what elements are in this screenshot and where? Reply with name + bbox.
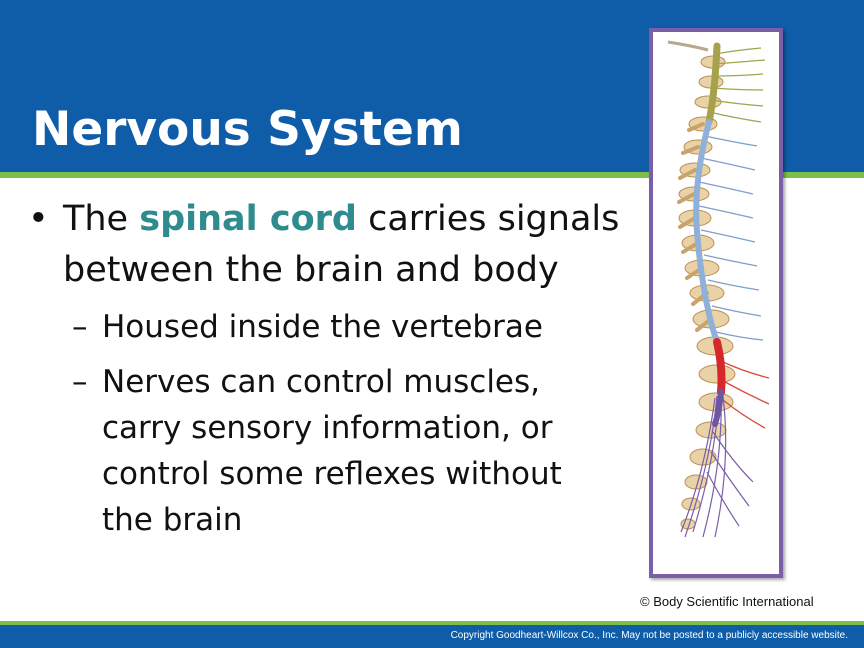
sub-bullet-2-line-4: the brain — [102, 502, 243, 538]
sub-bullet-2-line-1: Nerves can control muscles, — [102, 364, 541, 400]
copyright-notice: Copyright Goodheart-Willcox Co., Inc. Ma… — [450, 630, 848, 641]
sub-bullet-1-dash: – — [72, 309, 88, 345]
sub-bullet-2-line-3: control some reflexes without — [102, 456, 562, 492]
bullet-1-line-1: The spinal cord carries signals — [63, 195, 619, 243]
bullet-1-prefix: The — [63, 199, 129, 239]
image-credit: © Body Scientific International — [640, 594, 814, 609]
spinal-cord-illustration-icon — [667, 40, 770, 538]
bullet-marker: • — [28, 199, 49, 239]
bullet-1-line-2: between the brain and body — [63, 250, 559, 290]
sub-bullet-1: Housed inside the vertebrae — [102, 309, 543, 345]
footer-divider — [0, 621, 864, 625]
header-divider — [0, 172, 864, 178]
sub-bullet-2-line-2: carry sensory information, or — [102, 410, 553, 446]
bullet-1-rest: carries signals — [368, 199, 620, 239]
slide-title: Nervous System — [32, 102, 463, 157]
slide-footer — [0, 625, 864, 648]
spinal-cord-term: spinal cord — [139, 199, 357, 239]
sub-bullet-2-dash: – — [72, 364, 88, 400]
spinal-cord-figure — [649, 28, 783, 578]
